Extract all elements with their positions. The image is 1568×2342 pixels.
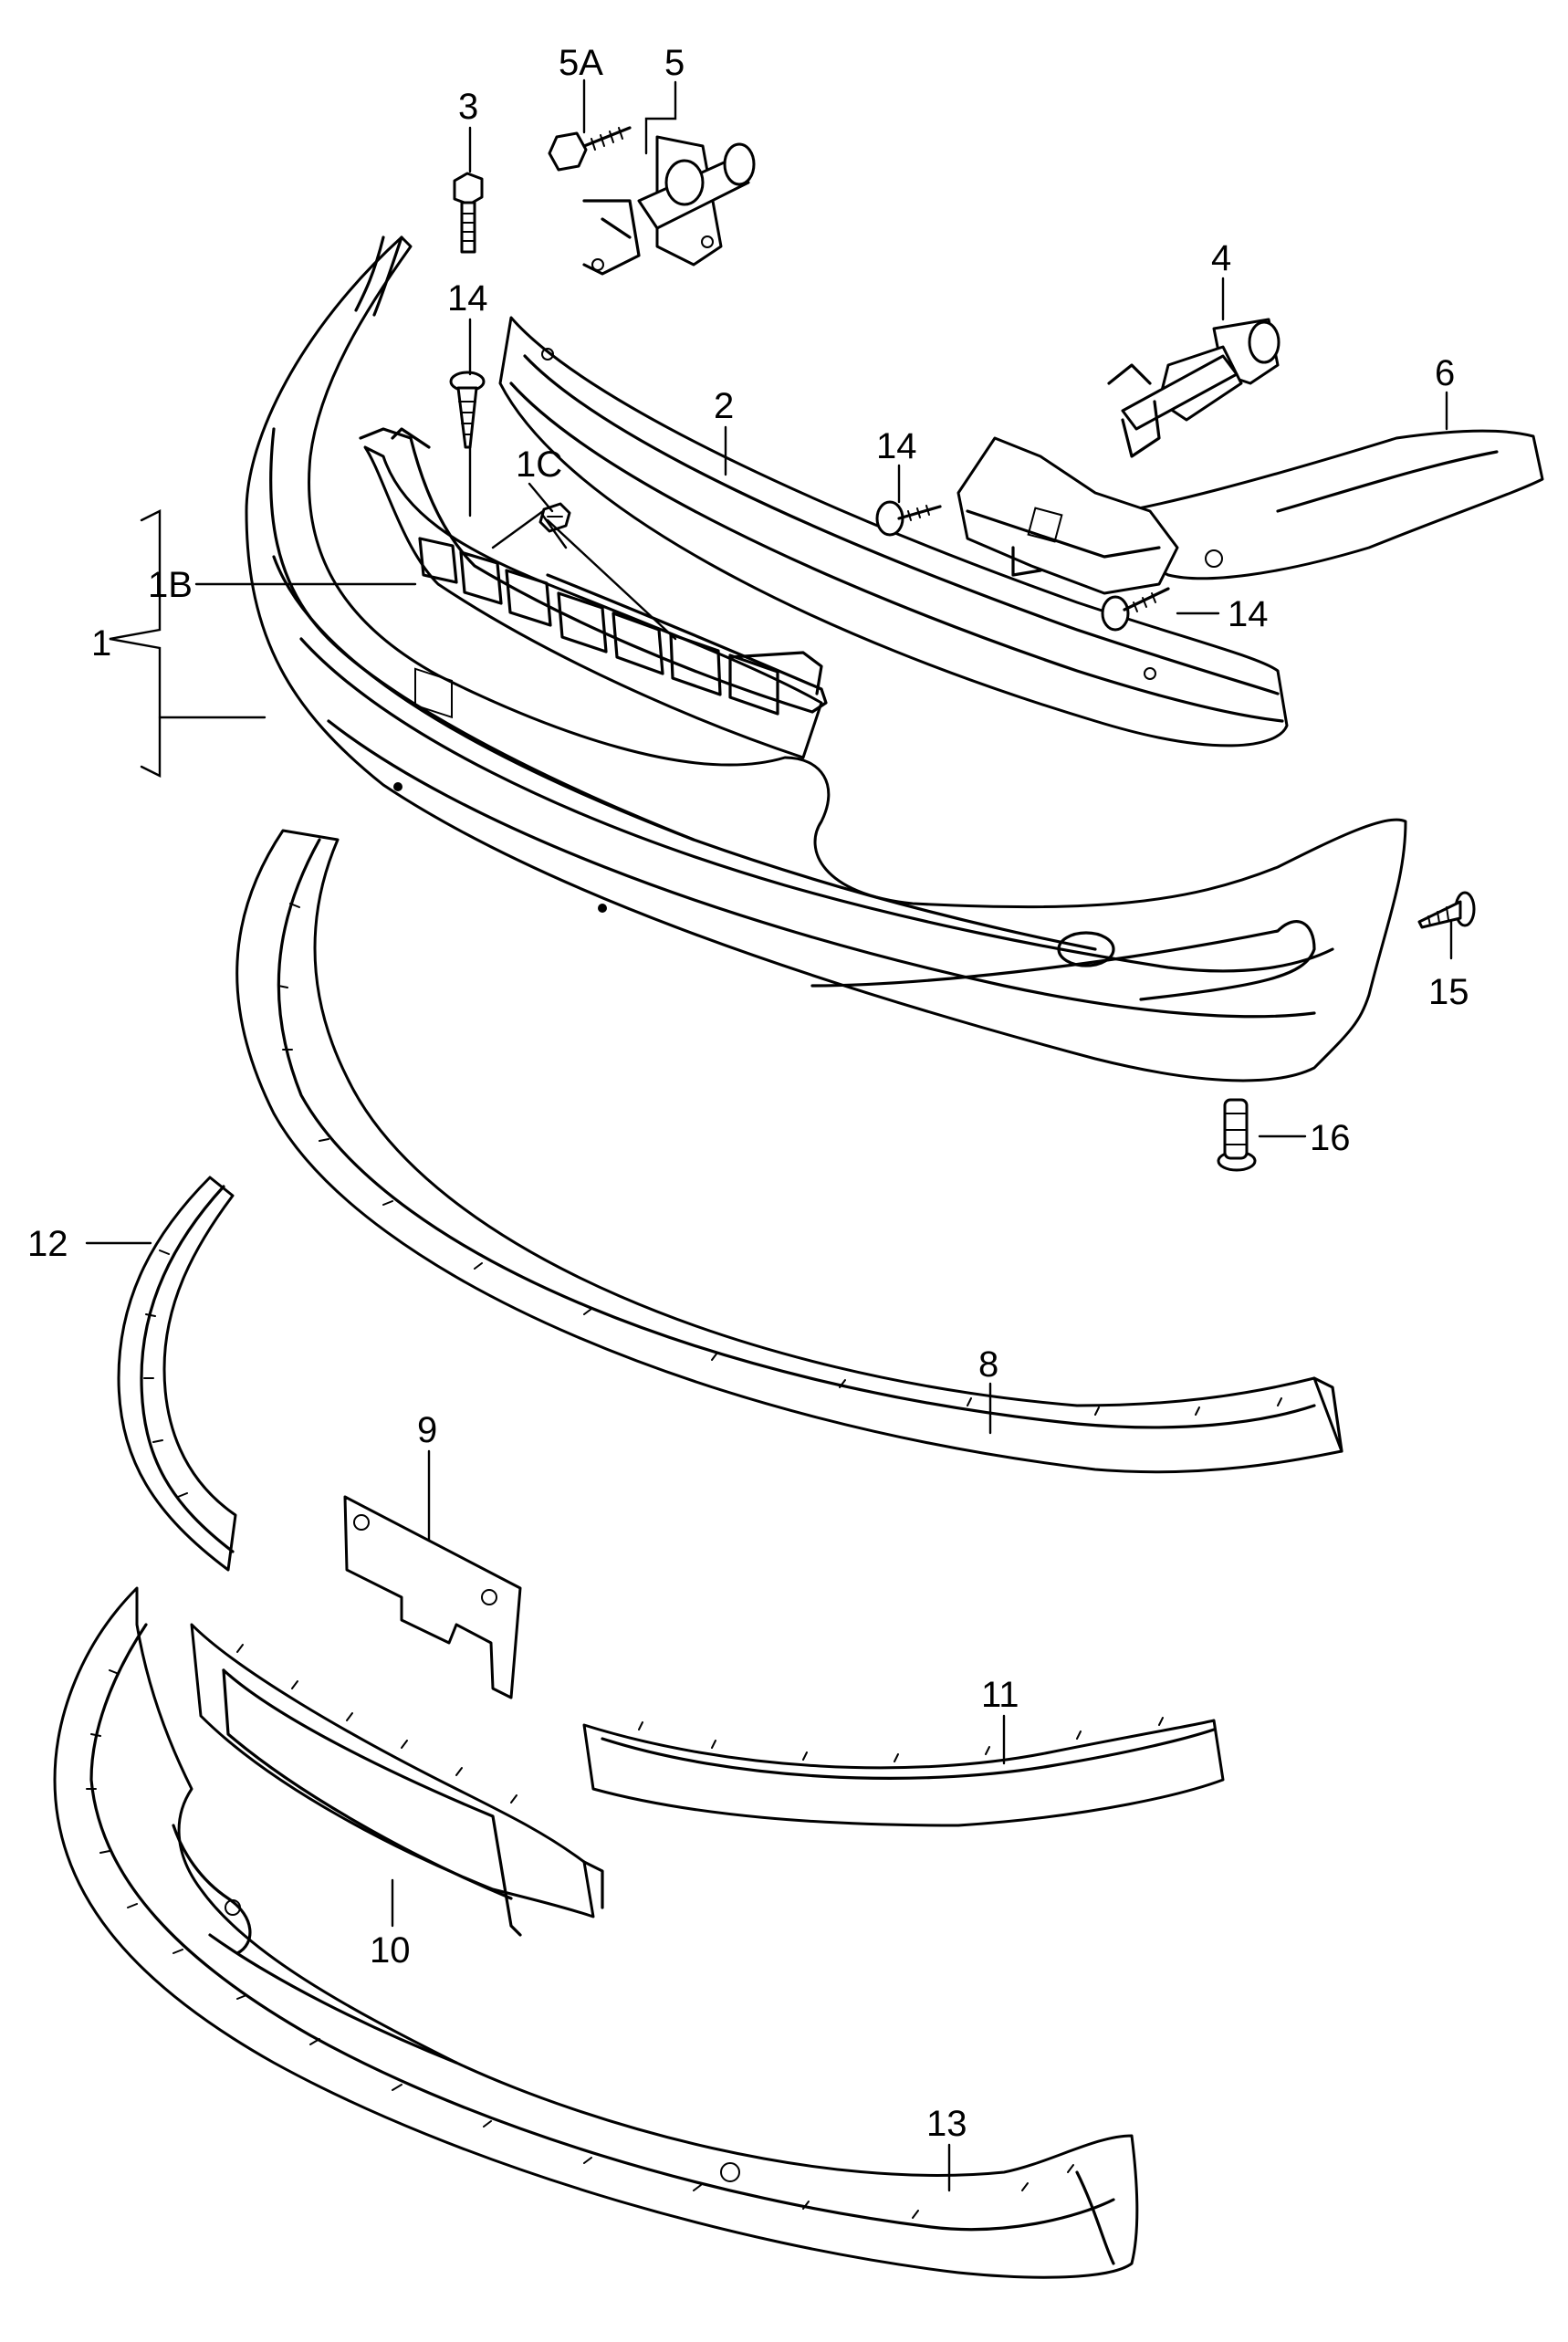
part-8-trim [235,829,1343,1474]
part-2-absorber [498,316,1289,748]
callout-6: 6 [1435,353,1455,393]
part-10-insert [190,1623,604,1937]
screw-14-mid [875,500,942,537]
callout-15: 15 [1428,972,1469,1012]
part-13-spoiler [53,1586,1139,2279]
callout-9: 9 [417,1410,437,1450]
callout-1: 1 [91,623,111,664]
callout-10: 10 [370,1930,411,1971]
part-9-plate [343,1495,522,1699]
screw-14-top [449,371,486,449]
callout-8: 8 [978,1344,998,1385]
part-4-mount [1107,318,1281,458]
part-1c-clip [538,502,571,533]
part-1b-grille [359,427,828,759]
guide-bracket [956,436,1179,595]
trim-8-tabs [277,903,1282,1416]
callout-labels: 1 1B 1C 2 3 4 5 5A 6 8 9 10 11 12 13 14 … [27,43,1469,2144]
callout-3: 3 [458,87,478,127]
part-6-bracket [1066,429,1544,580]
callout-14-low: 14 [1228,594,1269,634]
screw-5a [548,126,632,172]
part-1-bumper-cover [245,235,1407,1082]
callout-1c: 1C [516,444,562,485]
callout-13: 13 [926,2104,967,2144]
part-12-strip [117,1176,237,1572]
screw-15 [1417,891,1476,929]
callout-14-top: 14 [447,278,488,319]
callout-11: 11 [981,1675,1019,1715]
clip-16 [1217,1098,1257,1172]
leader-lines [85,78,1453,2192]
part-5-mount [582,135,756,276]
callout-1b: 1B [148,565,193,605]
callout-16: 16 [1310,1118,1351,1158]
callout-5a: 5A [559,43,603,83]
bolt-3 [453,172,484,254]
callout-4: 4 [1211,238,1231,278]
callout-2: 2 [714,386,734,426]
callout-5: 5 [664,43,685,83]
part-11-trim [582,1717,1225,1827]
screw-14-low [1101,587,1170,632]
callout-12: 12 [27,1224,68,1264]
callout-14-mid: 14 [876,426,917,466]
